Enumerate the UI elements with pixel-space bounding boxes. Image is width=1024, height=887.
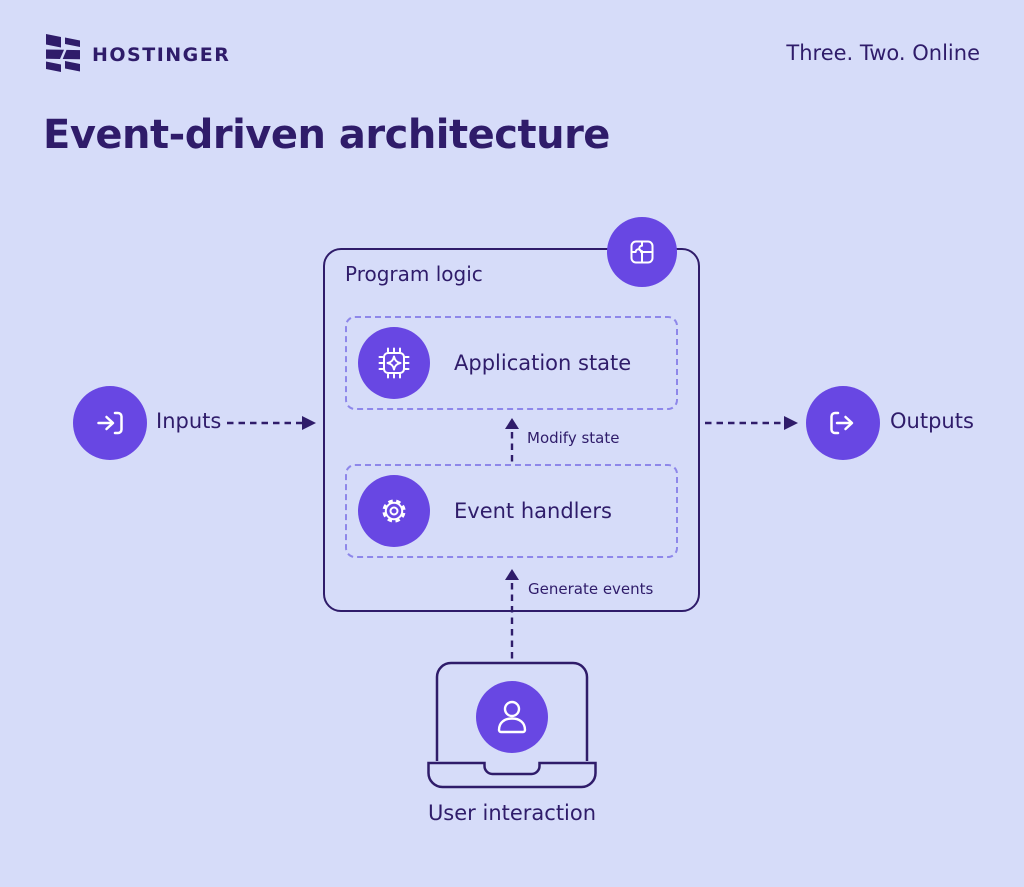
hostinger-h-logo-icon [43,32,83,74]
puzzle-badge [607,217,677,287]
chip-badge [358,327,430,399]
outputs-label: Outputs [890,409,974,433]
gear-badge [358,475,430,547]
program-to-outputs-arrow [704,411,800,435]
event-handlers-node: Event handlers [345,464,678,558]
log-in-icon [90,403,130,443]
application-state-label: Application state [454,351,632,375]
modify-state-arrow [500,417,524,463]
inputs-badge [73,386,147,460]
outputs-badge [806,386,880,460]
generate-events-label: Generate events [528,580,654,598]
user-icon [497,700,527,734]
inputs-label: Inputs [156,409,222,433]
brand-tagline: Three. Two. Online [786,41,980,65]
event-handlers-label: Event handlers [454,499,612,523]
modify-state-label: Modify state [527,429,620,447]
page-title: Event-driven architecture [43,112,610,158]
log-out-icon [823,403,863,443]
user-laptop-icon [427,651,597,796]
user-interaction-label: User interaction [427,801,597,825]
generate-events-arrow [500,568,524,662]
gear-icon [373,490,415,532]
application-state-node: Application state [345,316,678,410]
inputs-to-program-arrow [226,411,318,435]
puzzle-icon [624,234,660,270]
program-logic-label: Program logic [345,262,483,286]
chip-icon [373,342,415,384]
brand-wordmark: HOSTINGER [92,44,231,66]
